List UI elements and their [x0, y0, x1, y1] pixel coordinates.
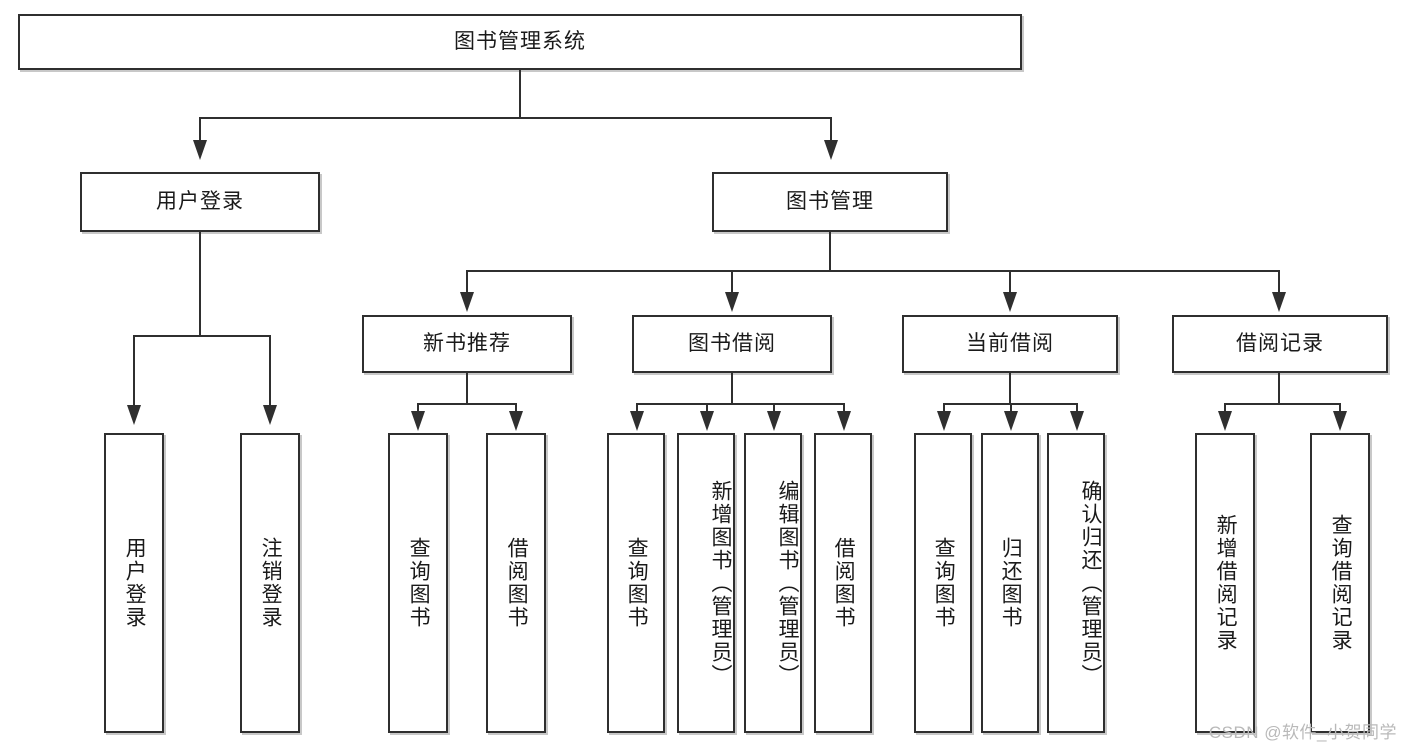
node-root-system[interactable]: 图书管理系统 — [18, 14, 1022, 70]
leaf-query-borrow-record[interactable]: 查询借阅记录 — [1310, 433, 1370, 733]
leaf-logout[interactable]: 注销登录 — [240, 433, 300, 733]
connector-borrow-record-drop-2 — [1339, 403, 1341, 413]
connector-book-borrow-drop-2 — [706, 403, 708, 413]
node-label: 新书推荐 — [423, 332, 511, 356]
arrow-to-leaf-add-book — [700, 411, 714, 431]
node-book-borrow[interactable]: 图书借阅 — [632, 315, 832, 373]
node-label: 编辑图书（管理员） — [776, 479, 799, 687]
node-label: 图书管理系统 — [454, 30, 586, 54]
connector-book-borrow-drop-1 — [636, 403, 638, 413]
arrow-to-leaf-user-login — [127, 405, 141, 425]
connector-level2-drop-borrow-record — [1278, 270, 1280, 294]
connector-level2-drop-new-book — [466, 270, 468, 294]
arrow-to-leaf-borrow-book-2 — [837, 411, 851, 431]
node-current-borrow[interactable]: 当前借阅 — [902, 315, 1118, 373]
node-label: 借阅图书 — [832, 537, 856, 629]
csdn-watermark: CSDN @软件_小贺同学 — [1208, 723, 1397, 742]
arrow-to-new-book-recommend — [460, 292, 474, 312]
node-label: 图书管理 — [786, 190, 874, 214]
connector-current-borrow-drop-1 — [943, 403, 945, 413]
arrow-to-leaf-query-record — [1333, 411, 1347, 431]
connector-current-borrow-drop-3 — [1076, 403, 1078, 413]
node-label: 借阅图书 — [505, 537, 529, 629]
arrow-to-leaf-confirm-return — [1070, 411, 1084, 431]
connector-level1-drop-book-manage — [830, 117, 832, 142]
arrow-to-borrow-record — [1272, 292, 1286, 312]
leaf-add-borrow-record[interactable]: 新增借阅记录 — [1195, 433, 1255, 733]
node-label: 查询图书 — [932, 537, 956, 629]
connector-new-book-stem — [466, 373, 468, 405]
leaf-query-book-current[interactable]: 查询图书 — [914, 433, 972, 733]
node-label: 借阅记录 — [1236, 332, 1324, 356]
arrow-to-current-borrow — [1003, 292, 1017, 312]
leaf-add-book-admin[interactable]: 新增图书（管理员） — [677, 433, 735, 733]
connector-borrow-record-drop-1 — [1224, 403, 1226, 413]
node-label: 用户登录 — [156, 190, 244, 214]
connector-book-borrow-rail — [636, 403, 844, 405]
connector-level1-drop-user-login — [199, 117, 201, 142]
connector-level1-rail — [199, 117, 832, 119]
arrow-to-leaf-logout — [263, 405, 277, 425]
connector-borrow-record-rail — [1224, 403, 1340, 405]
arrow-to-leaf-borrow-book-1 — [509, 411, 523, 431]
leaf-user-login[interactable]: 用户登录 — [104, 433, 164, 733]
arrow-to-user-login — [193, 140, 207, 160]
arrow-to-leaf-query-book-2 — [630, 411, 644, 431]
connector-book-borrow-drop-3 — [773, 403, 775, 413]
connector-new-book-rail — [417, 403, 517, 405]
arrow-to-leaf-edit-book — [767, 411, 781, 431]
arrow-to-book-borrow — [725, 292, 739, 312]
leaf-confirm-return-admin[interactable]: 确认归还（管理员） — [1047, 433, 1105, 733]
node-label: 查询图书 — [407, 537, 431, 629]
connector-user-login-drop-1 — [133, 335, 135, 407]
connector-book-manage-stem — [829, 232, 831, 272]
leaf-return-book[interactable]: 归还图书 — [981, 433, 1039, 733]
leaf-borrow-book[interactable]: 借阅图书 — [814, 433, 872, 733]
leaf-edit-book-admin[interactable]: 编辑图书（管理员） — [744, 433, 802, 733]
node-label: 确认归还（管理员） — [1079, 479, 1102, 687]
connector-level2-rail — [466, 270, 1279, 272]
node-label: 注销登录 — [259, 537, 283, 629]
node-label: 当前借阅 — [966, 332, 1054, 356]
connector-borrow-record-stem — [1278, 373, 1280, 405]
leaf-query-book-borrow[interactable]: 查询图书 — [607, 433, 665, 733]
node-label: 查询图书 — [625, 537, 649, 629]
connector-level2-drop-current-borrow — [1009, 270, 1011, 294]
connector-book-borrow-stem — [731, 373, 733, 405]
connector-current-borrow-stem — [1009, 373, 1011, 405]
node-label: 归还图书 — [999, 537, 1023, 629]
node-book-manage[interactable]: 图书管理 — [712, 172, 948, 232]
leaf-query-book-recommend[interactable]: 查询图书 — [388, 433, 448, 733]
leaf-borrow-book-recommend[interactable]: 借阅图书 — [486, 433, 546, 733]
arrow-to-book-manage — [824, 140, 838, 160]
connector-user-login-drop-2 — [269, 335, 271, 407]
connector-book-borrow-drop-4 — [843, 403, 845, 413]
arrow-to-leaf-query-book-3 — [937, 411, 951, 431]
node-borrow-record[interactable]: 借阅记录 — [1172, 315, 1388, 373]
connector-user-login-rail — [133, 335, 269, 337]
connector-new-book-drop-1 — [417, 403, 419, 413]
arrow-to-leaf-return-book — [1004, 411, 1018, 431]
node-label: 新增图书（管理员） — [709, 479, 732, 687]
arrow-to-leaf-query-book-1 — [411, 411, 425, 431]
node-label: 图书借阅 — [688, 332, 776, 356]
node-label: 新增借阅记录 — [1214, 514, 1238, 652]
connector-root-stem — [519, 70, 521, 118]
node-label: 用户登录 — [123, 537, 147, 629]
node-label: 查询借阅记录 — [1329, 514, 1353, 652]
arrow-to-leaf-add-record — [1218, 411, 1232, 431]
connector-new-book-drop-2 — [515, 403, 517, 413]
connector-level2-drop-book-borrow — [731, 270, 733, 294]
node-user-login[interactable]: 用户登录 — [80, 172, 320, 232]
connector-current-borrow-drop-2 — [1010, 403, 1012, 413]
connector-user-login-stem — [199, 232, 201, 336]
node-new-book-recommend[interactable]: 新书推荐 — [362, 315, 572, 373]
